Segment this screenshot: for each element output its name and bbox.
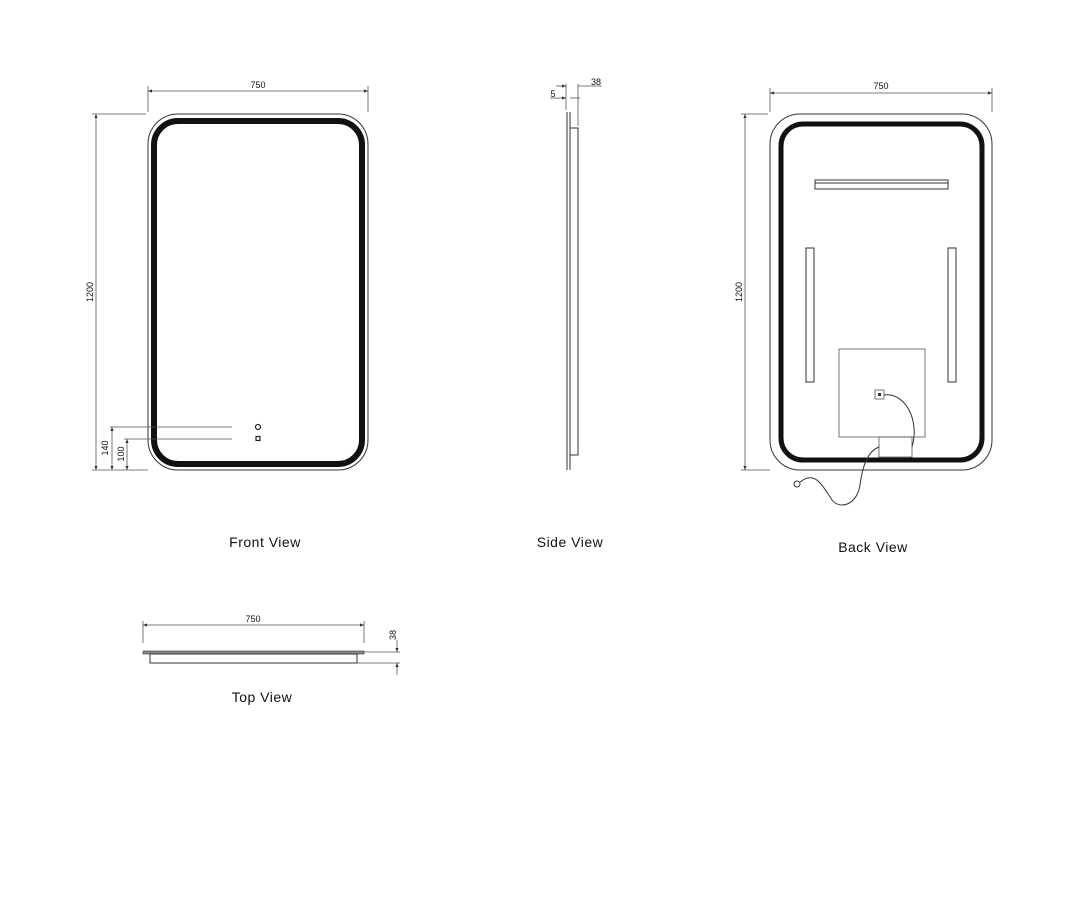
mirror-outline — [147, 113, 369, 471]
front-view: 750 1200 140 100 Front View — [85, 80, 369, 550]
side-view-title: Side View — [537, 534, 604, 550]
left-bracket — [805, 247, 815, 383]
back-view: 750 1200 Back View — [734, 81, 993, 555]
offset-100-label: 100 — [116, 446, 126, 461]
driver-lower — [878, 436, 913, 458]
mirror-outline — [769, 113, 993, 471]
top-depth-label: 38 — [388, 630, 398, 640]
touch-switch-icon — [254, 423, 262, 431]
power-cable — [799, 446, 880, 506]
side-depth-label: 38 — [591, 77, 601, 87]
plug-icon — [793, 480, 801, 488]
glass-thickness-label: 5 — [550, 89, 555, 99]
sensor-icon — [255, 435, 261, 442]
top-bracket — [814, 179, 949, 190]
side-view: 5 38 Side View — [537, 77, 604, 550]
back-view-title: Back View — [838, 539, 908, 555]
right-bracket — [947, 247, 957, 383]
led-band — [151, 118, 365, 467]
led-band — [778, 121, 985, 463]
top-width-label: 750 — [245, 614, 260, 624]
front-height-label: 1200 — [85, 282, 95, 302]
offset-140-label: 140 — [100, 440, 110, 455]
back-width-label: 750 — [873, 81, 888, 91]
driver-box — [838, 348, 926, 438]
back-height-label: 1200 — [734, 282, 744, 302]
front-width-label: 750 — [250, 80, 265, 90]
top-view: 750 38 Top View — [142, 614, 400, 705]
front-view-title: Front View — [229, 534, 301, 550]
top-view-title: Top View — [232, 689, 293, 705]
